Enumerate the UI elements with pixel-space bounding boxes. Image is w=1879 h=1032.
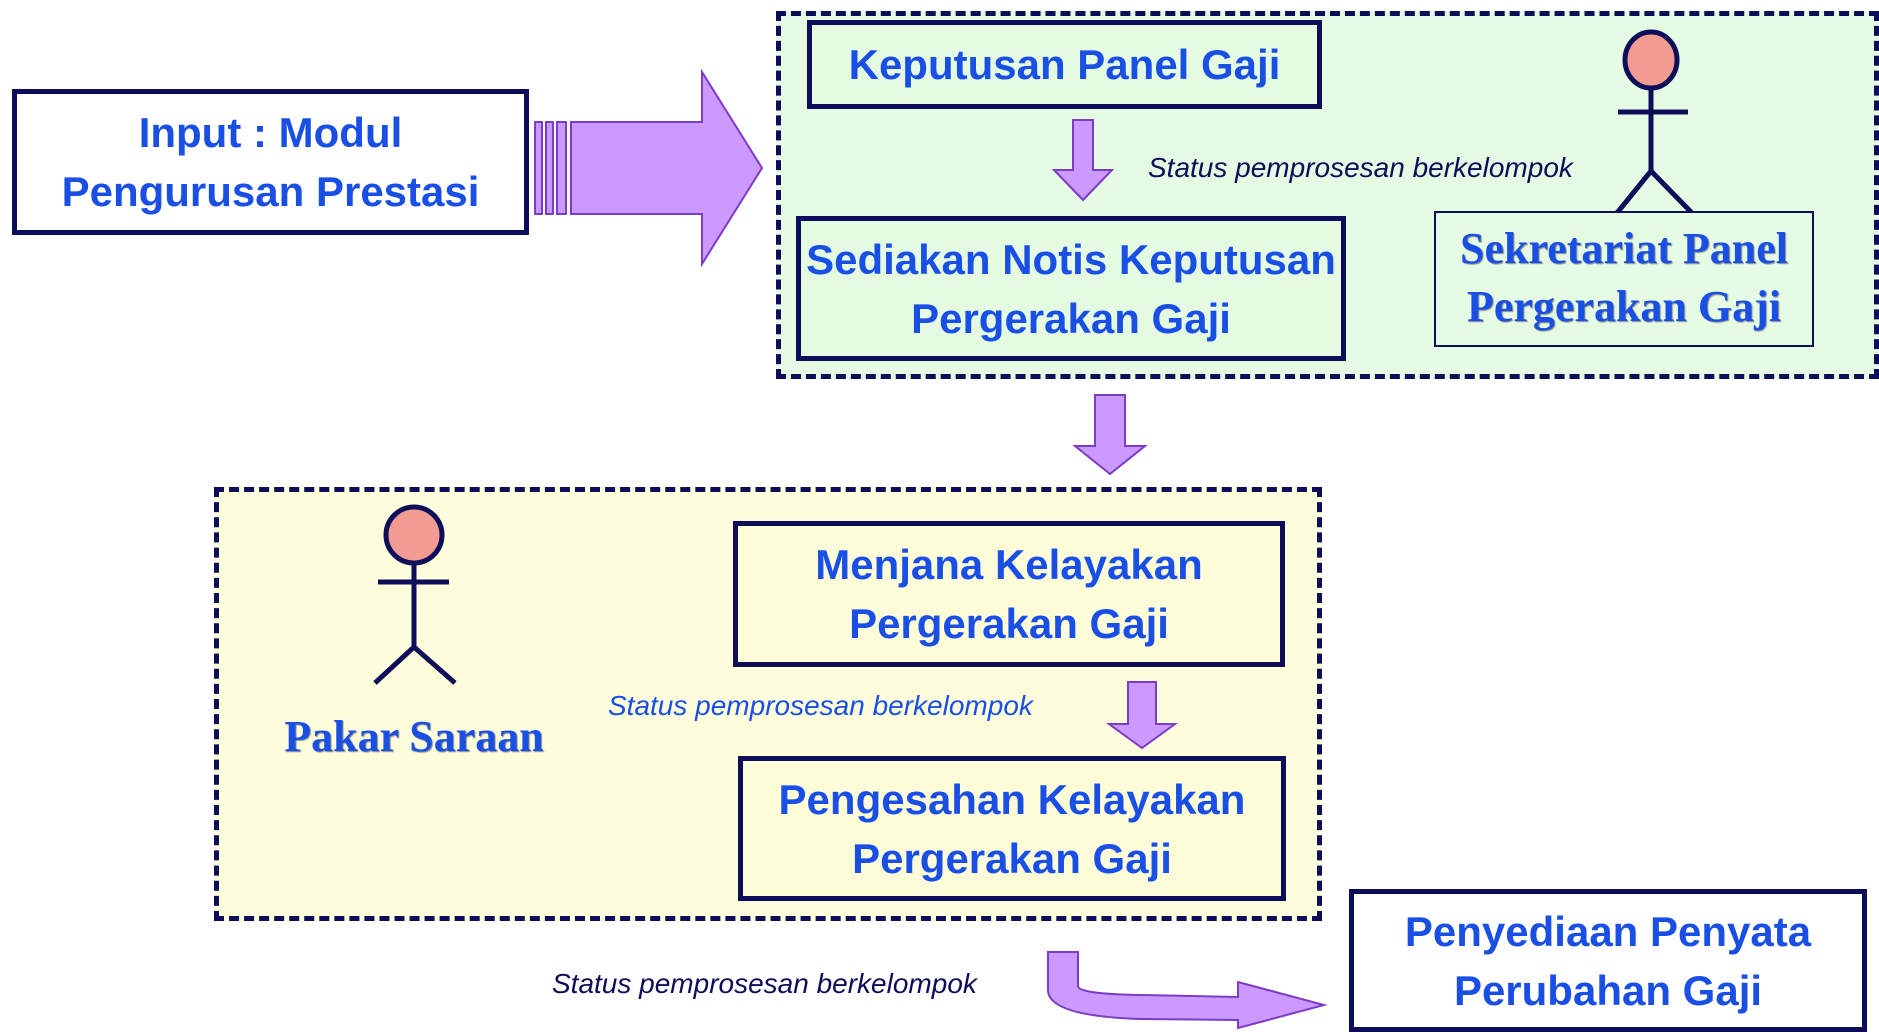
keputusan-panel-box: Keputusan Panel Gaji bbox=[807, 20, 1322, 109]
keputusan-panel-label: Keputusan Panel Gaji bbox=[848, 41, 1281, 88]
penyediaan-line1: Penyediaan Penyata bbox=[1404, 907, 1812, 955]
input-box-line1: Input : Modul bbox=[138, 109, 403, 156]
status-label: Status pemprosesan berkelompok bbox=[552, 968, 977, 999]
sekretariat-label-box bbox=[1434, 211, 1814, 347]
down-arrow-icon bbox=[1051, 119, 1115, 202]
input-module-box: Input : Modul Pengurusan Prestasi bbox=[12, 89, 529, 235]
sediakan-notis-line1: Sediakan Notis Keputusan bbox=[806, 235, 1336, 283]
input-arrow-icon bbox=[534, 68, 764, 268]
pakar-saraan-label: Pakar Saraan bbox=[284, 712, 544, 761]
down-arrow-icon bbox=[1072, 394, 1148, 476]
menjana-line2: Pergerakan Gaji bbox=[849, 600, 1169, 647]
penyediaan-penyata-box: Penyediaan Penyata Perubahan Gaji bbox=[1349, 889, 1867, 1032]
pengesahan-line1: Pengesahan Kelayakan bbox=[778, 775, 1246, 823]
sediakan-notis-box: Sediakan Notis Keputusan Pergerakan Gaji bbox=[796, 216, 1346, 361]
status-label: Status pemprosesan berkelompok bbox=[608, 690, 1033, 721]
sekretariat-line1: Sekretariat Panel bbox=[1460, 224, 1788, 273]
down-arrow-icon bbox=[1105, 681, 1179, 750]
input-box-line2: Pengurusan Prestasi bbox=[61, 168, 480, 215]
actor-icon bbox=[373, 504, 457, 685]
pengesahan-line2: Pergerakan Gaji bbox=[852, 834, 1172, 882]
actor-icon bbox=[1615, 29, 1694, 215]
menjana-line1: Menjana Kelayakan bbox=[815, 541, 1203, 588]
sediakan-notis-line2: Pergerakan Gaji bbox=[911, 294, 1231, 342]
status-label: Status pemprosesan berkelompok bbox=[1148, 152, 1573, 183]
penyediaan-line2: Perubahan Gaji bbox=[1453, 966, 1763, 1014]
pengesahan-kelayakan-box: Pengesahan Kelayakan Pergerakan Gaji bbox=[738, 756, 1286, 901]
menjana-kelayakan-box: Menjana Kelayakan Pergerakan Gaji bbox=[733, 521, 1285, 667]
sekretariat-line2: Pergerakan Gaji bbox=[1466, 282, 1782, 331]
sekretariat-actor-label: Sekretariat Panel Pergerakan Gaji bbox=[1434, 220, 1814, 336]
curved-arrow-icon bbox=[1047, 951, 1328, 1030]
